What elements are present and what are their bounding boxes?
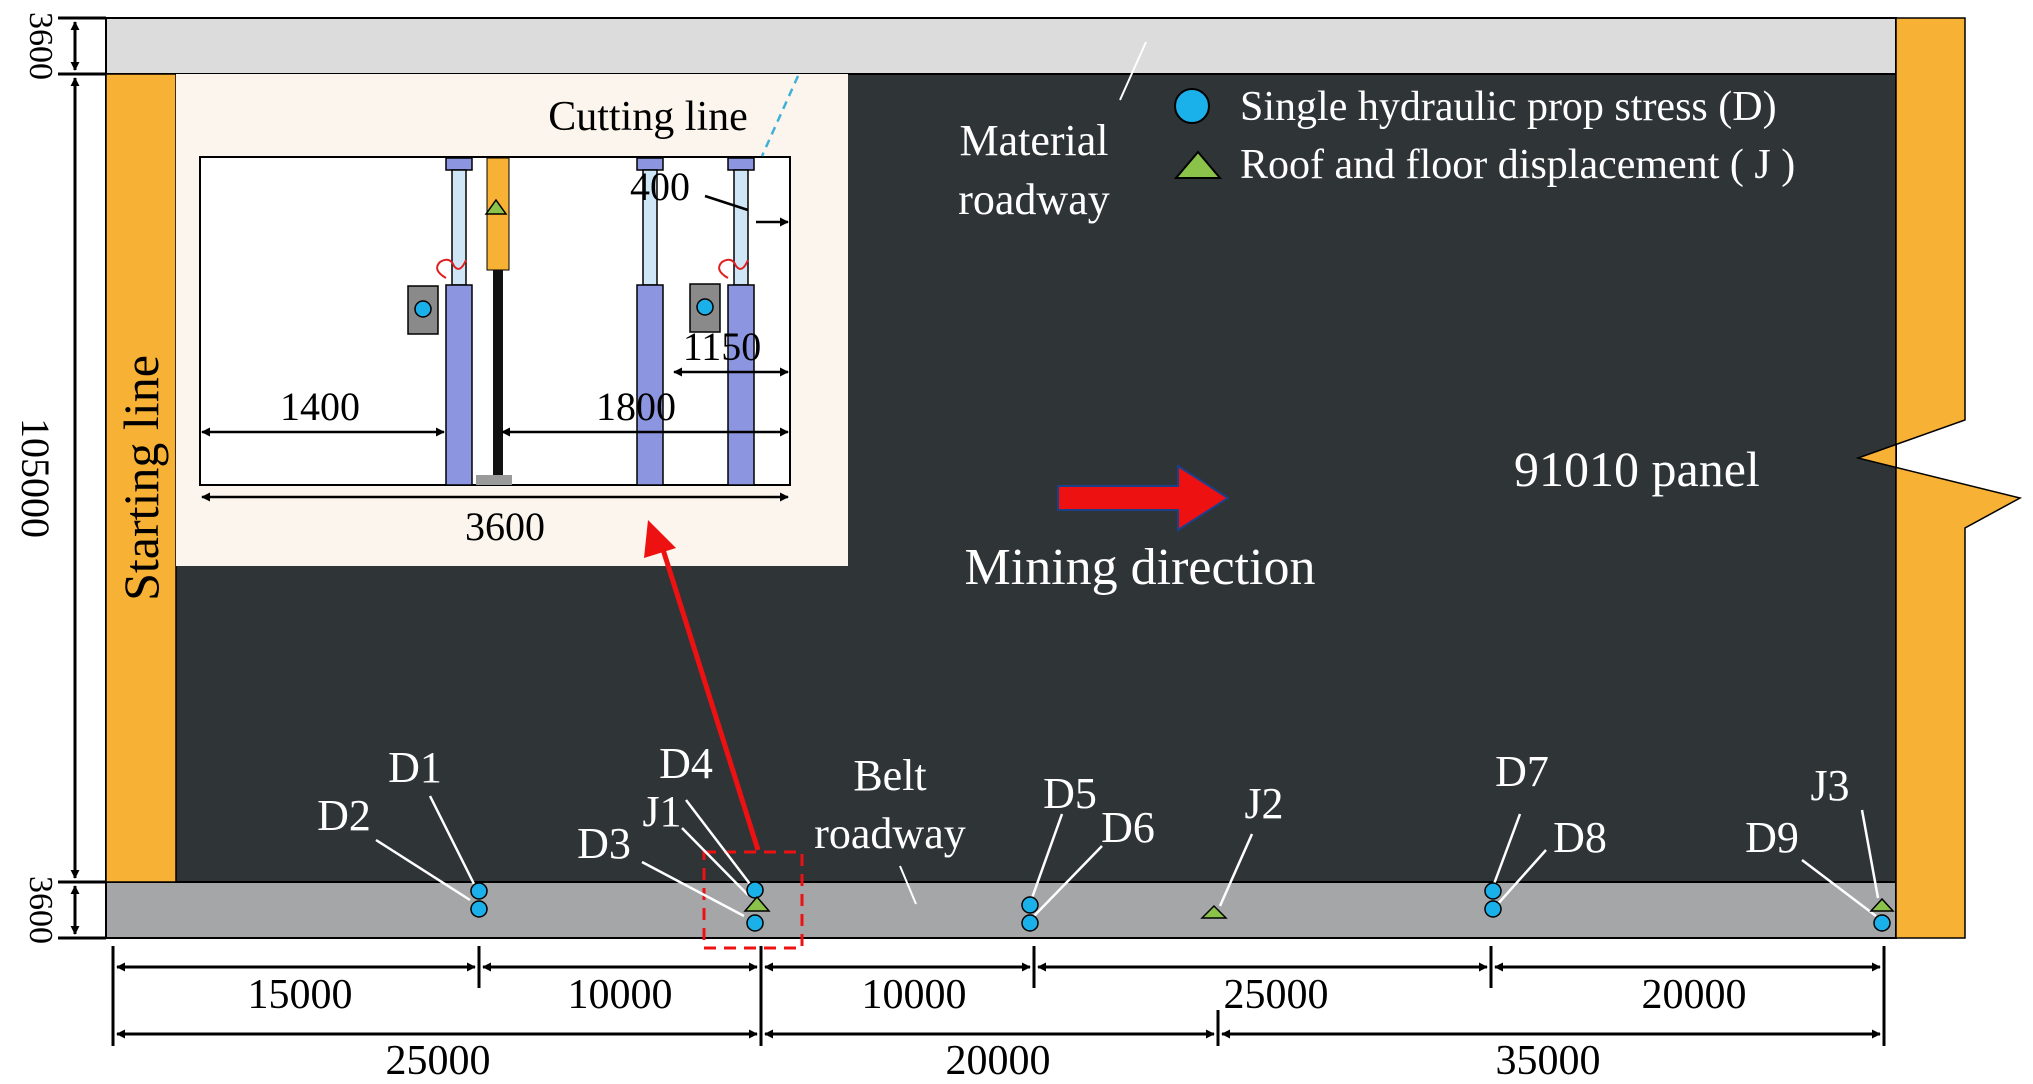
station-d4-label: D4 [659, 739, 713, 788]
station-j1-marker [743, 895, 771, 912]
inset-prop-sensor-2 [696, 298, 714, 316]
dim-row2-2: 20000 [946, 1038, 1051, 1084]
station-j3-marker [1869, 897, 1895, 912]
station-d1-marker [470, 882, 488, 900]
material-roadway-label-1: Material [959, 116, 1108, 165]
station-j2-label: J2 [1244, 779, 1283, 828]
side-dimension-lines [58, 16, 106, 940]
station-leaders [375, 795, 1880, 918]
dim-1400: 1400 [280, 384, 360, 429]
material-roadway-leader [1119, 41, 1147, 101]
dim-1800: 1800 [596, 384, 676, 429]
hydraulic-prop-1 [407, 157, 473, 486]
dim-side-bottom: 3600 [22, 876, 59, 944]
hydraulic-prop-3 [689, 157, 755, 486]
station-d3-label: D3 [577, 819, 631, 868]
starting-line-label: Starting line [113, 355, 169, 601]
legend-roof-marker [1173, 150, 1223, 179]
inset-prop-sensor-1 [414, 300, 432, 318]
dim-row1-1: 15000 [248, 972, 353, 1018]
dim-side-top: 3600 [22, 12, 59, 80]
mining-direction-label: Mining direction [965, 539, 1316, 596]
station-d9-marker [1873, 914, 1891, 932]
material-roadway-label-2: roadway [958, 175, 1110, 224]
legend-prop-marker [1174, 88, 1210, 124]
station-d9-label: D9 [1745, 813, 1799, 862]
belt-roadway-label-2: roadway [814, 809, 966, 858]
station-j1-label: J1 [642, 787, 681, 836]
station-d7-marker [1484, 882, 1502, 900]
cutting-line [760, 75, 800, 157]
displacement-meter [476, 157, 512, 485]
station-d4-marker [746, 881, 764, 899]
station-d6-marker [1021, 914, 1039, 932]
bottom-dimension-lines [111, 946, 1886, 1046]
cutting-line-label: Cutting line [548, 94, 748, 140]
dim-row2-3: 35000 [1496, 1038, 1601, 1084]
station-d5-label: D5 [1043, 769, 1097, 818]
station-d8-label: D8 [1553, 813, 1607, 862]
dim-row2-1: 25000 [386, 1038, 491, 1084]
belt-roadway-leader [899, 865, 917, 905]
station-d2-marker [470, 900, 488, 918]
dim-3600-inset: 3600 [465, 504, 545, 549]
belt-roadway-label-1: Belt [853, 751, 926, 800]
station-d6-label: D6 [1101, 803, 1155, 852]
station-j2-marker [1200, 904, 1228, 919]
station-d1-label: D1 [388, 743, 442, 792]
mining-direction-arrow [1057, 464, 1230, 532]
dim-row1-3: 10000 [862, 972, 967, 1018]
station-d8-marker [1484, 900, 1502, 918]
zoom-box [702, 850, 804, 950]
station-d7-label: D7 [1495, 747, 1549, 796]
station-j3-label: J3 [1810, 761, 1849, 810]
dim-row1-2: 10000 [568, 972, 673, 1018]
starting-line-pillar [105, 73, 177, 883]
dim-row1-5: 20000 [1642, 972, 1747, 1018]
panel-label: 91010 panel [1514, 441, 1760, 497]
station-d3-marker [746, 914, 764, 932]
station-d5-marker [1021, 896, 1039, 914]
zoom-arrow-head [644, 520, 676, 558]
legend-roof-label: Roof and floor displacement ( J ) [1240, 142, 1795, 188]
dim-1150: 1150 [683, 324, 762, 369]
dim-400: 400 [630, 164, 690, 209]
dim-side-middle: 105000 [13, 418, 58, 538]
station-d2-label: D2 [317, 791, 371, 840]
inset-detail: Cutting line [176, 74, 848, 566]
hydraulic-prop-2 [636, 157, 664, 486]
legend-prop-label: Single hydraulic prop stress (D) [1240, 84, 1777, 130]
material-roadway [105, 17, 1897, 75]
zoom-arrow [657, 539, 761, 851]
right-pillar [1855, 17, 2023, 939]
belt-roadway [105, 881, 1897, 939]
dim-row1-4: 25000 [1224, 972, 1329, 1018]
dim-400-leader [704, 194, 749, 212]
